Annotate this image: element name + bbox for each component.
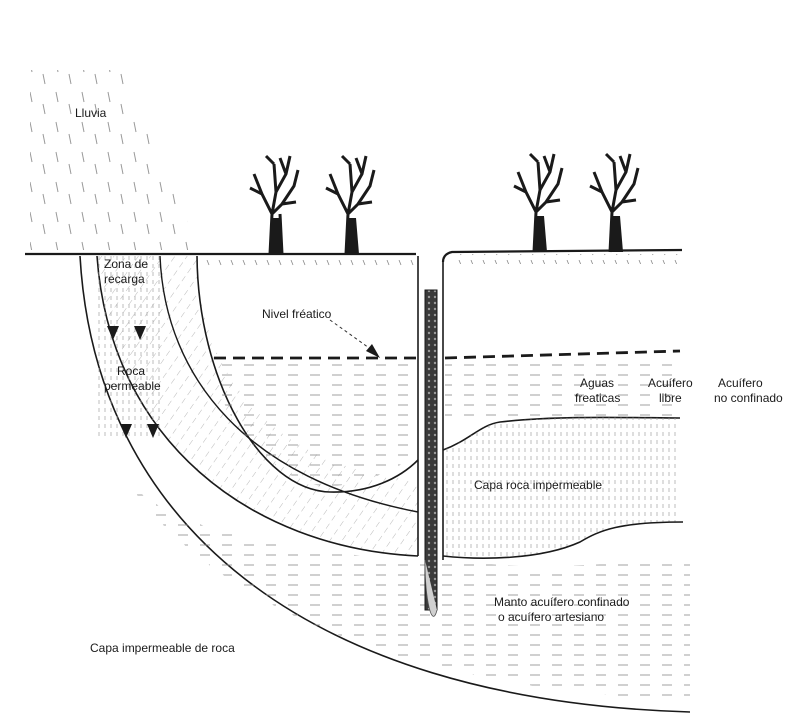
- free-aquifer-label-1: Acuífero: [648, 376, 693, 390]
- arrow-head-icon: [366, 344, 380, 358]
- permeable-rock-label-1: Roca: [117, 364, 145, 378]
- recharge-zone-label-1: Zona de: [104, 257, 148, 271]
- groundwater-label-1: Aguas: [580, 376, 614, 390]
- water-table-line-right: [444, 349, 681, 360]
- arrow-down-icon: [107, 326, 159, 438]
- permeable-rock-label-2: permeable: [104, 379, 161, 393]
- upper-impermeable-curve: [196, 255, 419, 493]
- tree-icon: [589, 152, 640, 253]
- confined-aquifer-fill: [120, 470, 690, 700]
- water-table-label: Nivel fréatico: [262, 307, 332, 321]
- rain-label: Lluvia: [75, 106, 107, 120]
- bottom-layer-label: Capa impermeable de roca: [90, 641, 235, 655]
- well-gravel: [424, 559, 438, 617]
- unconfined-aquifer-label-2: no confinado: [714, 391, 783, 405]
- confined-aquifer-label-1: Manto acuífero confinado: [494, 595, 630, 609]
- recharge-zone-label-2: recarga: [104, 272, 145, 286]
- unconfined-aquifer-label-1: Acuífero: [718, 376, 763, 390]
- rain-area: [30, 70, 200, 250]
- permeable-rock-inner-boundary: [159, 255, 419, 513]
- tree-icon: [249, 154, 300, 255]
- well-pipe: [424, 289, 438, 611]
- free-aquifer-label-2: libre: [659, 391, 682, 405]
- right-block: [442, 262, 684, 560]
- recharge-zone-fill: [97, 256, 163, 436]
- impermeable-layer-label: Capa roca impermeable: [474, 478, 602, 492]
- tree-icon: [513, 152, 564, 253]
- water-table-pointer: [329, 319, 373, 351]
- groundwater-label-2: freaticas: [575, 391, 620, 405]
- confined-aquifer-label-2: o acuífero artesiano: [498, 610, 604, 624]
- tree-icon: [325, 154, 376, 255]
- free-aquifer-left-fill: [210, 362, 416, 486]
